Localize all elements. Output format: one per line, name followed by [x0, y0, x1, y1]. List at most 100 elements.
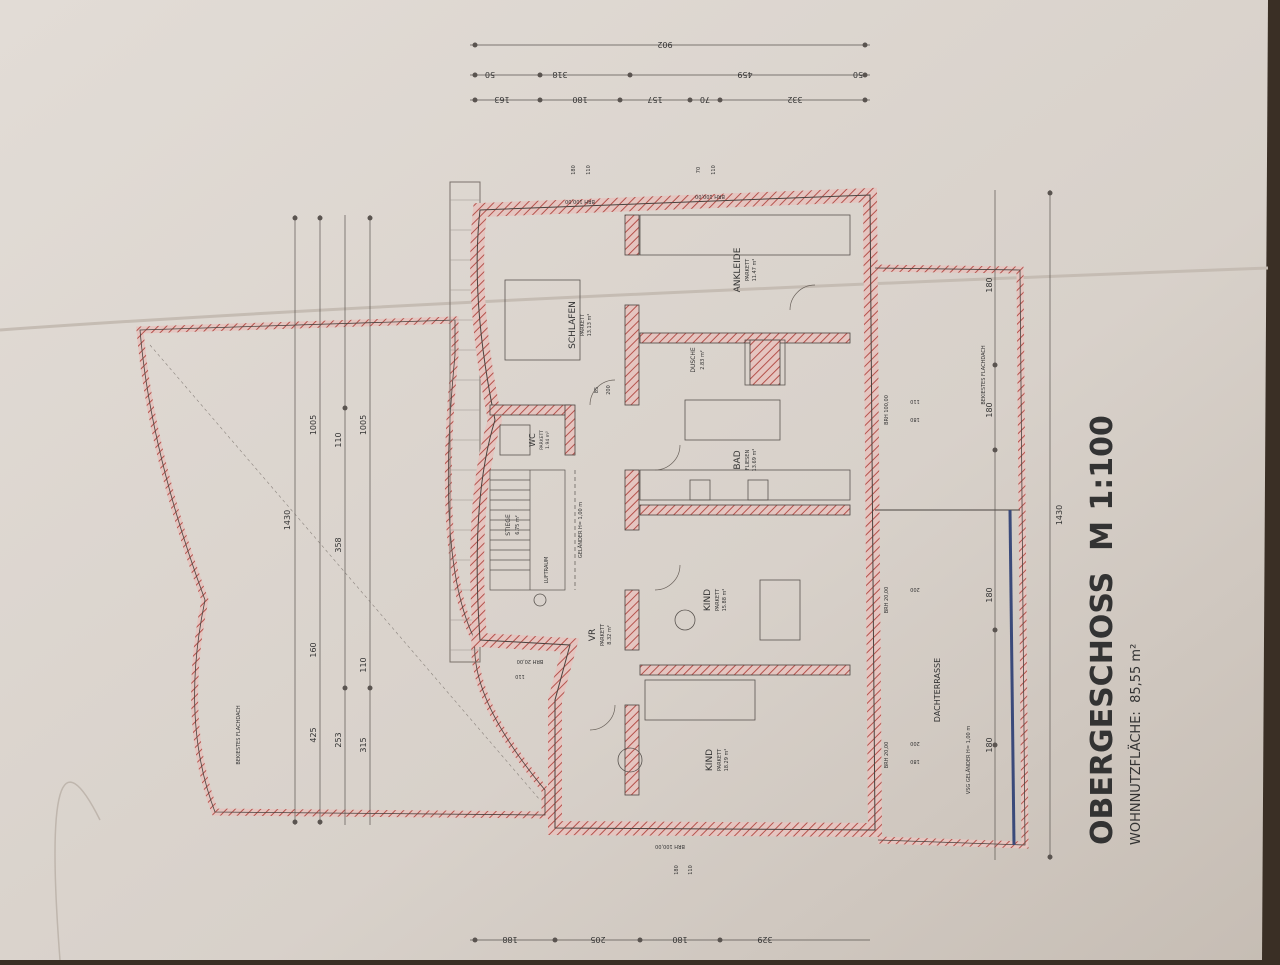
dim-top-r2-2: 157 [647, 95, 662, 104]
brh-100-right: BRH 100,00 [884, 395, 890, 425]
room-labels: SCHLAFEN PARKETT 13.13 m² ANKLEIDE PARKE… [505, 247, 942, 771]
dim-right-0: 180 [985, 737, 994, 752]
chair-kind-2 [617, 747, 643, 773]
balcony-strip [449, 181, 481, 663]
dim-top-mid-3: 110 [711, 165, 717, 175]
brh-100-bottom: BRH 100,00 [655, 843, 685, 849]
desk-kind-2 [644, 679, 756, 721]
room-schlafen-area: 13.13 m² [587, 314, 593, 337]
dim-left-r3-1: 1005 [359, 415, 368, 435]
gelaender-label: GELÄNDER H= 1,00 m [577, 502, 584, 558]
dim-left-r1-3: 1005 [309, 415, 318, 435]
terrace-railing [1008, 509, 1016, 846]
dim-top-mid-2: 70 [696, 167, 702, 173]
dim-top-r2-1: 180 [572, 95, 587, 104]
dim-right-3: 180 [985, 277, 994, 292]
room-kind-1-floor: PARKETT [715, 588, 721, 611]
flachdach-left-label: BEKIESTES FLACHDACH [236, 705, 242, 765]
room-bad-area: 13.69 m² [752, 449, 758, 472]
brh-20-kind-1: BRH 20,00 [884, 587, 890, 614]
dim-top-mid-0: 180 [571, 165, 577, 175]
dim-top-r1-3: 50 [853, 70, 863, 79]
bed-schlafen [504, 279, 581, 361]
dim-bottom-1: 205 [590, 935, 605, 944]
plan-title-sub: WOHNNUTZFLÄCHE: 85,55 m² [1128, 644, 1144, 845]
dim-top-r2-4: 332 [787, 95, 802, 104]
dim-bottom-3: 329 [757, 935, 772, 944]
wc-toilet [499, 424, 531, 456]
fixtures [499, 214, 851, 773]
dim-top-r1-0: 50 [485, 70, 495, 79]
window-200-a: 200 [910, 586, 920, 592]
window-110-a: 110 [910, 398, 920, 404]
dim-top-r2-0: 163 [494, 95, 509, 104]
dim-left-r1-1: 160 [309, 642, 318, 657]
room-dachterrasse-name: DACHTERRASSE [933, 658, 942, 722]
room-schlafen-floor: PARKETT [580, 313, 586, 336]
room-ankleide-name: ANKLEIDE [733, 247, 743, 292]
room-kind-2-area: 18.29 m² [724, 749, 730, 772]
vsg-gelaender-label: VSG GELÄNDER H= 1,00 m [965, 726, 972, 794]
door-200: 200 [606, 385, 612, 395]
dimension-ticks [292, 42, 1053, 943]
chair-kind-1 [674, 609, 696, 631]
misc-labels: LUFTRAUM GELÄNDER H= 1,00 m VSG GELÄNDER… [236, 193, 987, 849]
room-bad-name: BAD [733, 450, 743, 469]
flachdach-right-label: BEKIESTES FLACHDACH [981, 345, 987, 405]
room-kind-2-floor: PARKETT [717, 748, 723, 771]
interior-walls [489, 214, 851, 796]
brh-20-kind-2: BRH 20,00 [884, 742, 890, 769]
window-180-b: 180 [910, 758, 920, 764]
dimension-numbers: 1430 425 160 358 1005 253 110 110 315 10… [283, 40, 1064, 944]
window-180-a: 180 [910, 416, 920, 422]
balcony-strip-lines [450, 199, 480, 651]
room-vr-name: VR [588, 629, 598, 641]
wardrobe [639, 214, 851, 256]
door-swings [589, 284, 816, 731]
paper-curl [54, 781, 101, 961]
dim-left-total: 1430 [283, 510, 292, 530]
dim-right-1: 180 [985, 587, 994, 602]
window-200-b: 200 [910, 740, 920, 746]
dim-bottom-2: 180 [672, 935, 687, 944]
roof-diagonal [149, 344, 541, 801]
room-vr-area: 8.32 m² [607, 625, 613, 645]
room-ankleide-area: 11.47 m² [752, 259, 758, 282]
dim-left-r3-0: 315 [359, 737, 368, 752]
room-ankleide-floor: PARKETT [745, 258, 751, 281]
room-stiege-area: 6.75 m² [515, 515, 521, 535]
dim-top-r2-3: 70 [700, 95, 710, 104]
dim-right-2: 180 [985, 402, 994, 417]
room-kind-2-name: KIND [705, 749, 715, 771]
dim-top-r1-1: 318 [552, 70, 567, 79]
terrace-edge [874, 267, 1026, 846]
dim-bottom-mid-1: 110 [688, 865, 694, 875]
room-vr-floor: PARKETT [600, 623, 606, 646]
room-schlafen-name: SCHLAFEN [568, 301, 578, 349]
room-dusche-name: DUSCHE [690, 347, 697, 373]
room-wc-area: 1.94 m² [545, 431, 551, 449]
desk-kind-1 [759, 579, 801, 641]
bathtub [684, 399, 781, 441]
window-110-b: 110 [515, 673, 525, 679]
plan-title: OBERGESCHOSS M 1:100 WOHNNUTZFLÄCHE: 85,… [1085, 415, 1144, 845]
dim-left-r1-0: 425 [309, 727, 318, 742]
bath-counter [639, 469, 851, 501]
dim-right-total: 1430 [1055, 505, 1064, 525]
stair-post [533, 593, 547, 607]
plan-title-main: OBERGESCHOSS M 1:100 [1085, 415, 1120, 845]
dim-left-r1-2: 358 [334, 537, 343, 552]
dim-bottom-mid-0: 180 [674, 865, 680, 875]
dim-left-r2-0: 253 [334, 732, 343, 747]
room-stiege-name: STIEGE [505, 514, 512, 536]
brh-20-vr: BRH 20,00 [517, 658, 544, 664]
room-kind-1-name: KIND [703, 589, 713, 611]
dim-top-mid-1: 110 [586, 165, 592, 175]
shower [744, 339, 786, 386]
dim-top-r1-2: 459 [737, 70, 752, 79]
brh-100-top-right: BRH 100,00 [695, 193, 725, 199]
dim-top-total: 902 [657, 40, 672, 49]
brh-100-top-left: BRH 100,00 [565, 198, 595, 204]
